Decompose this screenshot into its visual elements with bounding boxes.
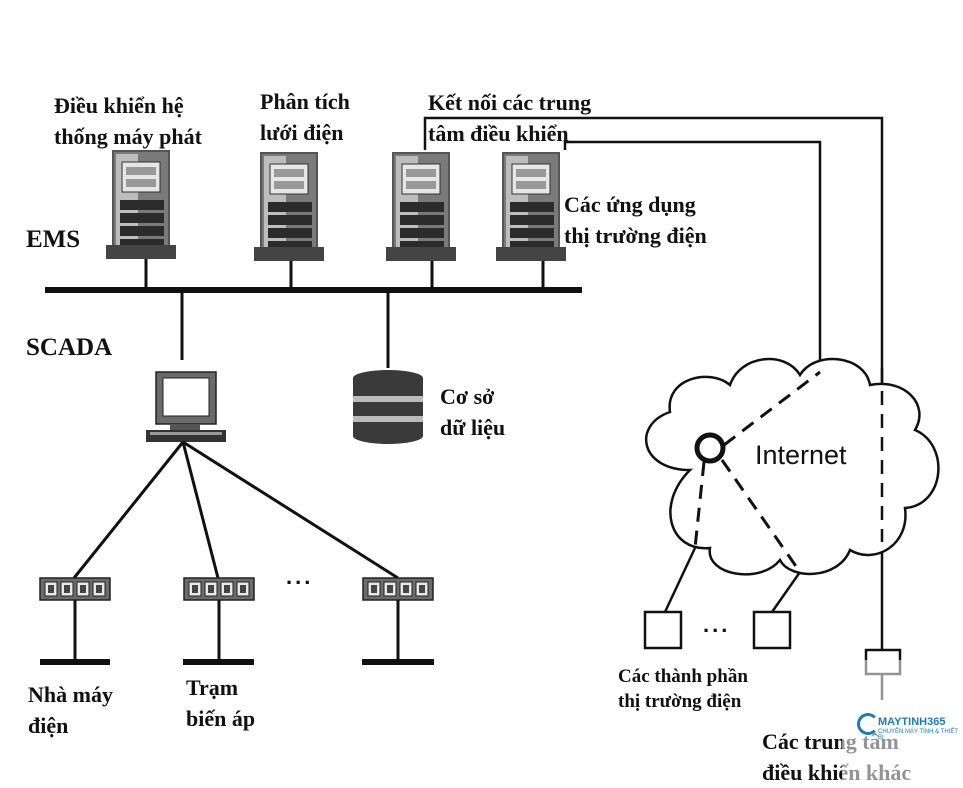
rtu-module-icon	[362, 577, 434, 601]
label-power-plant: Nhà máy điện	[28, 682, 113, 738]
label-database: Cơ sở dữ liệu	[440, 384, 506, 440]
server-tower-icon	[105, 149, 177, 260]
label-grid-analysis: Phân tích lưới điện	[260, 89, 350, 145]
watermark-tagline: CHUYÊN MÁY TÍNH & THIẾT BỊ	[878, 729, 958, 741]
brand-logo-icon	[857, 713, 879, 735]
ellipsis-rtus: ...	[286, 564, 314, 589]
label-scada: SCADA	[26, 334, 113, 361]
label-substation: Trạm biến áp	[186, 675, 256, 731]
rtu-module-icon	[39, 577, 111, 601]
rtu-module-icon	[183, 577, 255, 601]
server-tower-icon	[385, 151, 457, 262]
node-circle-icon	[694, 432, 726, 464]
label-internet: Internet	[755, 440, 847, 470]
label-generator-control: Điều khiển hệ thống máy phát	[54, 93, 202, 149]
ellipsis-market: ...	[703, 612, 731, 637]
server-tower-icon	[495, 151, 567, 262]
crt-monitor-icon	[146, 371, 226, 442]
label-market-participants: Các thành phần thị trường điện	[618, 666, 748, 712]
internet-cloud-icon	[644, 357, 940, 576]
database-cylinder-icon	[353, 370, 423, 444]
server-tower-icon	[253, 151, 325, 262]
square-terminal-icon	[643, 610, 683, 650]
label-connect-centers: Kết nối các trung tâm điều khiển	[428, 90, 592, 146]
square-terminal-icon	[752, 610, 792, 650]
internet-dashed-links	[693, 370, 821, 573]
label-market-apps: Các ứng dụng thị trường điện	[564, 192, 707, 248]
watermark-brand: MAYTINH365	[878, 716, 946, 728]
label-ems: EMS	[26, 226, 81, 253]
